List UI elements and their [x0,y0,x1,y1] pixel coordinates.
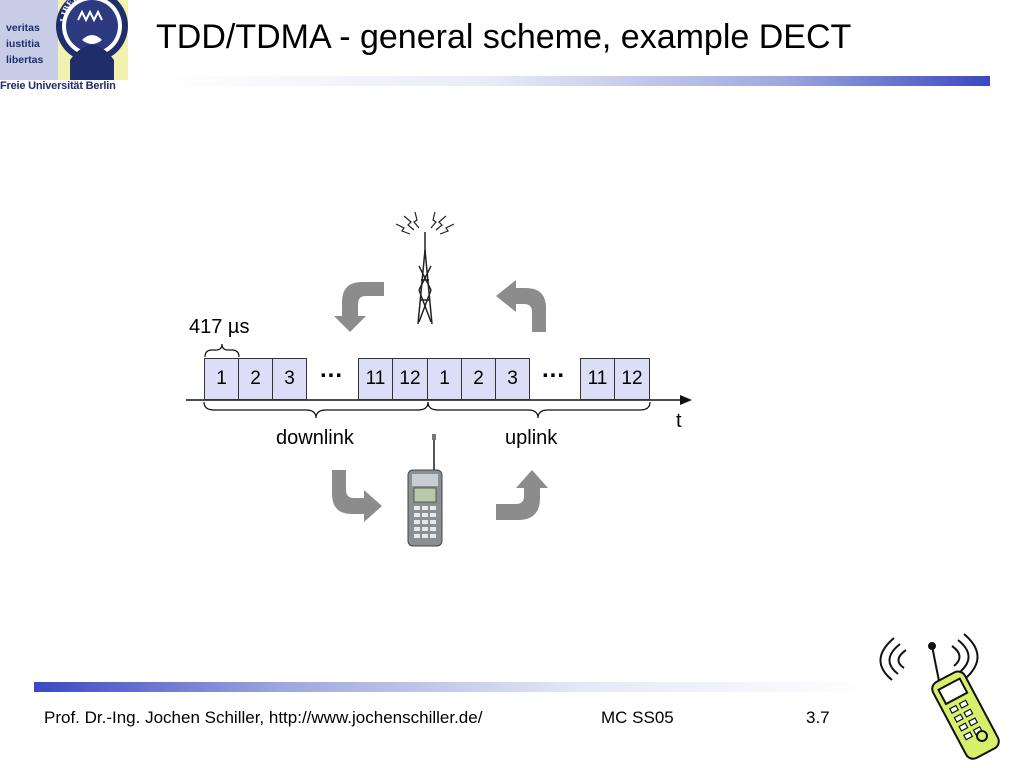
uplink-label: uplink [505,427,558,449]
logo-background [0,0,58,80]
slot-duration-label: 417 µs [189,316,250,338]
curved-arrow-icon [334,282,384,332]
uplink-slot: 11 [580,358,615,400]
footer-page-number: 3.7 [806,708,830,727]
footer-author: Prof. Dr.-Ing. Jochen Schiller, http://w… [44,708,483,727]
slot-duration-brace [204,343,240,358]
mobile-handset-icon [407,434,443,547]
uplink-slot: 2 [461,358,496,400]
logo-motto-line: iustitia [6,38,40,50]
university-seal-icon: LIBERTAS [56,0,128,80]
university-logo: veritas iustitia libertas LIBERTAS Freie… [0,0,128,96]
downlink-slot: 11 [358,358,393,400]
phone-clipart-icon [879,633,1000,760]
footer-course: MC SS05 [601,708,674,727]
curved-arrow-icon [496,280,546,332]
downlink-ellipsis: ... [320,356,344,383]
title-gradient-bar [156,76,990,86]
time-axis-label: t [676,410,682,432]
downlink-slot: 3 [272,358,307,400]
uplink-slot: 12 [614,358,650,400]
logo-motto-line: libertas [6,54,44,66]
uplink-slot: 1 [427,358,462,400]
downlink-slot: 2 [238,358,273,400]
downlink-label: downlink [276,427,354,449]
time-axis-arrowhead [680,395,692,405]
curved-arrow-icon [496,470,548,520]
downlink-brace [203,401,429,419]
uplink-slot: 3 [495,358,530,400]
logo-motto-line: veritas [6,22,40,34]
footer-gradient-bar [34,682,874,692]
slide-title: TDD/TDMA - general scheme, example DECT [156,18,852,56]
university-name: Freie Universität Berlin [0,80,116,92]
downlink-slot: 12 [392,358,428,400]
uplink-brace [427,401,651,419]
uplink-ellipsis: ... [542,356,566,383]
base-station-antenna-icon [395,211,455,325]
downlink-slot: 1 [204,358,239,400]
curved-arrow-icon [332,470,382,522]
